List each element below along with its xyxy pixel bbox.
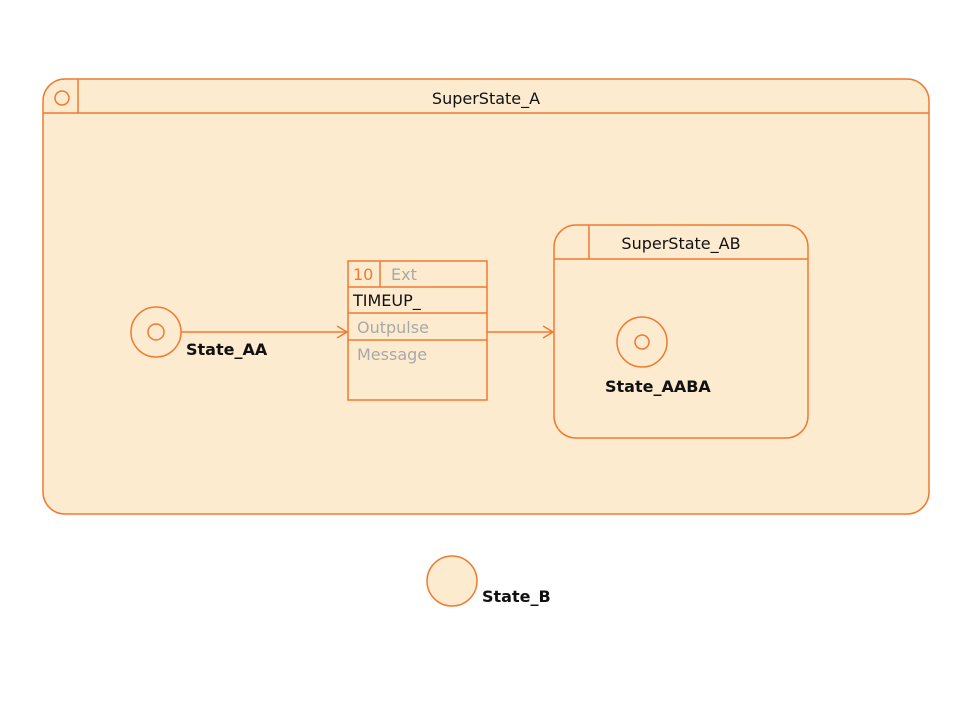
initial-state-icon <box>54 90 70 106</box>
initial-state-icon <box>634 334 650 350</box>
state-b[interactable]: State_B <box>426 555 551 607</box>
state-b-label: State_B <box>482 587 551 606</box>
transition-message: Message <box>357 345 427 364</box>
state-aaba-label: State_AABA <box>605 377 711 396</box>
superstate-ab-title: SuperState_AB <box>621 234 740 254</box>
transition-event: TIMEUP_ <box>352 291 422 311</box>
transition-output: Outpulse <box>357 318 429 337</box>
state-aa-label: State_AA <box>186 340 268 359</box>
superstate-ab[interactable]: SuperState_AB <box>553 224 809 439</box>
superstate-a-title: SuperState_A <box>432 89 540 109</box>
transition-kind: Ext <box>391 265 417 284</box>
state-aaba[interactable]: State_AABA <box>605 316 711 396</box>
transition-priority: 10 <box>353 265 373 284</box>
initial-state-icon <box>147 323 165 341</box>
transition-box[interactable]: 10 Ext TIMEUP_ Outpulse Message <box>347 260 488 401</box>
